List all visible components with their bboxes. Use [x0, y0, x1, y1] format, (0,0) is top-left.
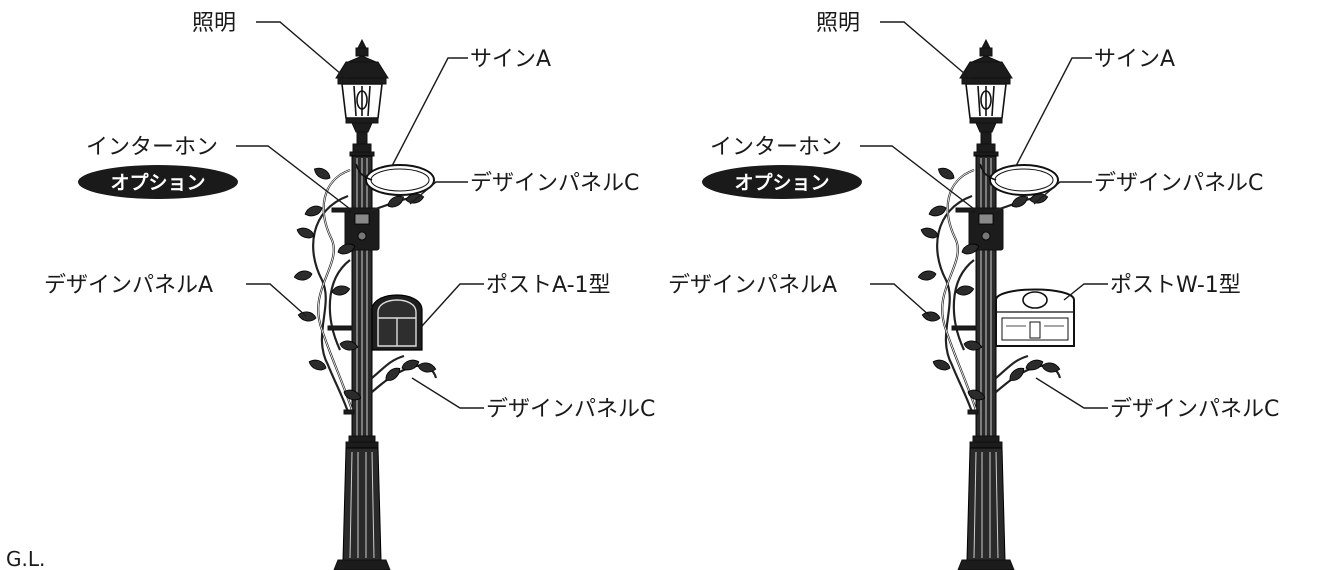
option-badge-text-1: オプション: [110, 171, 205, 194]
option-badge-1: オプション: [78, 165, 238, 199]
label-panel-a-1: デザインパネルA: [44, 273, 213, 298]
mailbox-w1-drawing: [995, 288, 1075, 347]
label-sign-1: サインA: [470, 47, 551, 72]
option-badge-2: オプション: [702, 165, 862, 199]
label-panel-c-bottom-1: デザインパネルC: [486, 397, 655, 422]
leader-panel-c-top-1: [409, 181, 468, 205]
leader-panel-a-2: [870, 283, 931, 317]
leader-panel-c-top-2: [1033, 181, 1092, 205]
label-panel-a-2: デザインパネルA: [668, 273, 837, 298]
label-intercom-2: インターホン: [710, 135, 842, 160]
lamp-post-unit-1: 照明 サインA インターホン オプション デザインパネルC デザインパネルA ポ…: [44, 11, 655, 570]
lamp-post-drawing-2: [917, 38, 1075, 570]
leader-post-2: [1063, 283, 1108, 301]
ground-level-label: G.L.: [6, 547, 45, 570]
leader-lighting-1: [256, 21, 349, 81]
leader-intercom-1: [236, 145, 355, 213]
mailbox-a1-drawing: [371, 294, 423, 351]
label-post-2: ポストW-1型: [1110, 273, 1241, 298]
leader-panel-c-bottom-2: [1035, 377, 1108, 409]
label-intercom-1: インターホン: [86, 135, 218, 160]
label-lighting-1: 照明: [192, 11, 236, 36]
label-post-1: ポストA-1型: [486, 273, 611, 298]
leader-sign-2: [1015, 57, 1092, 167]
leader-panel-c-bottom-1: [411, 377, 484, 409]
option-badge-text-2: オプション: [734, 171, 829, 194]
leader-lighting-2: [880, 21, 973, 81]
leader-post-1: [421, 283, 484, 327]
label-panel-c-bottom-2: デザインパネルC: [1110, 397, 1279, 422]
leader-panel-a-1: [246, 283, 307, 317]
label-sign-2: サインA: [1094, 47, 1175, 72]
label-panel-c-top-2: デザインパネルC: [1094, 171, 1263, 196]
leader-sign-1: [391, 57, 468, 167]
label-panel-c-top-1: デザインパネルC: [470, 171, 639, 196]
lamp-post-unit-2: 照明 サインA インターホン オプション デザインパネルC デザインパネルA ポ…: [668, 11, 1279, 570]
lamp-post-drawing-1: [293, 38, 438, 570]
label-lighting-2: 照明: [816, 11, 860, 36]
leader-intercom-2: [860, 145, 979, 213]
